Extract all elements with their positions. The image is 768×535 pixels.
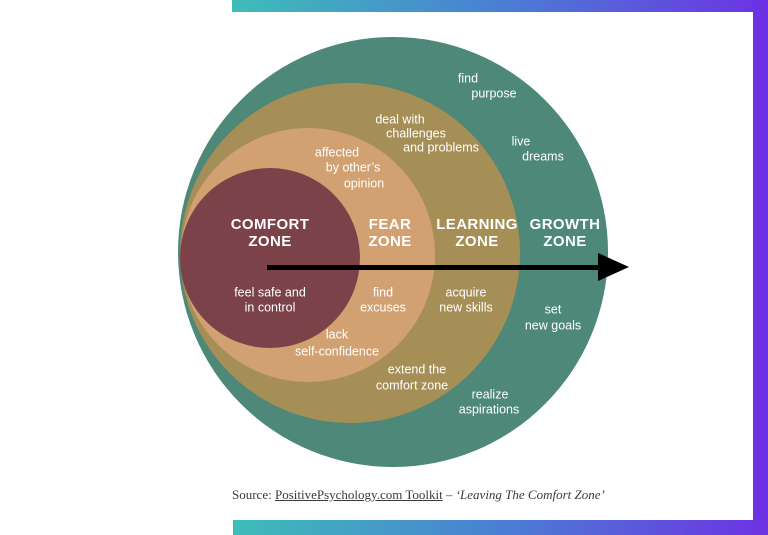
fear-zone-title: FEAR ZONE (368, 216, 411, 250)
right-gradient-bar (753, 0, 768, 535)
source-separator: – (442, 487, 456, 502)
note-live-dreams-line1: live (511, 134, 531, 149)
note-lack-confidence-line2: self-confidence (294, 344, 380, 359)
source-link[interactable]: PositivePsychology.com Toolkit (274, 487, 443, 502)
note-find-excuses-line2: excuses (360, 300, 406, 315)
source-prefix: Source: (232, 487, 275, 502)
learning-zone-title: LEARNING ZONE (436, 216, 518, 250)
comfort-zone-circle (180, 168, 360, 348)
growth-zone-title-line1: GROWTH (529, 216, 601, 233)
note-realize-aspirations-line1: realize (471, 387, 509, 402)
comfort-zone-title-line2: ZONE (248, 233, 292, 250)
learning-zone-title-line1: LEARNING (436, 216, 518, 233)
note-find-purpose-line2: purpose (471, 86, 517, 101)
bottom-gradient-bar (233, 520, 768, 535)
note-acquire-skills-line2: new skills (439, 300, 493, 315)
note-deal-with-line1: deal with (375, 112, 425, 127)
note-feel-safe-line1: feel safe and (234, 285, 306, 300)
note-affected-line3: opinion (343, 176, 385, 191)
zones-arrow-head-icon (598, 253, 629, 281)
note-affected-line1: affected (314, 145, 360, 160)
fear-zone-title-line1: FEAR (368, 216, 412, 233)
note-deal-with-line3: and problems (403, 140, 479, 155)
growth-zone-title-line2: ZONE (543, 233, 587, 250)
note-set-goals-line2: new goals (524, 318, 582, 333)
comfort-zone-title: COMFORT ZONE (231, 216, 310, 250)
note-deal-with-line2: challenges (386, 126, 446, 141)
top-gradient-bar (232, 0, 768, 12)
note-realize-aspirations-line2: aspirations (458, 402, 520, 417)
source-caption: Source: PositivePsychology.com Toolkit –… (232, 487, 605, 503)
note-affected-line2: by other’s (325, 160, 381, 175)
source-work-title: ‘Leaving The Comfort Zone’ (455, 487, 605, 502)
zones-arrow-line (267, 265, 602, 270)
note-lack-confidence-line1: lack (325, 327, 349, 342)
note-acquire-skills-line1: acquire (445, 285, 487, 300)
learning-zone-title-line2: ZONE (455, 233, 499, 250)
note-set-goals-line1: set (544, 302, 562, 317)
note-find-purpose-line1: find (457, 71, 479, 86)
fear-zone-title-line2: ZONE (368, 233, 412, 250)
comfort-zone-title-line1: COMFORT (230, 216, 310, 233)
growth-zone-title: GROWTH ZONE (530, 216, 601, 250)
note-find-excuses-line1: find (372, 285, 394, 300)
note-extend-zone-line1: extend the (387, 362, 447, 377)
note-extend-zone-line2: comfort zone (375, 378, 449, 393)
note-feel-safe-line2: in control (244, 300, 296, 315)
note-live-dreams-line2: dreams (522, 149, 564, 164)
